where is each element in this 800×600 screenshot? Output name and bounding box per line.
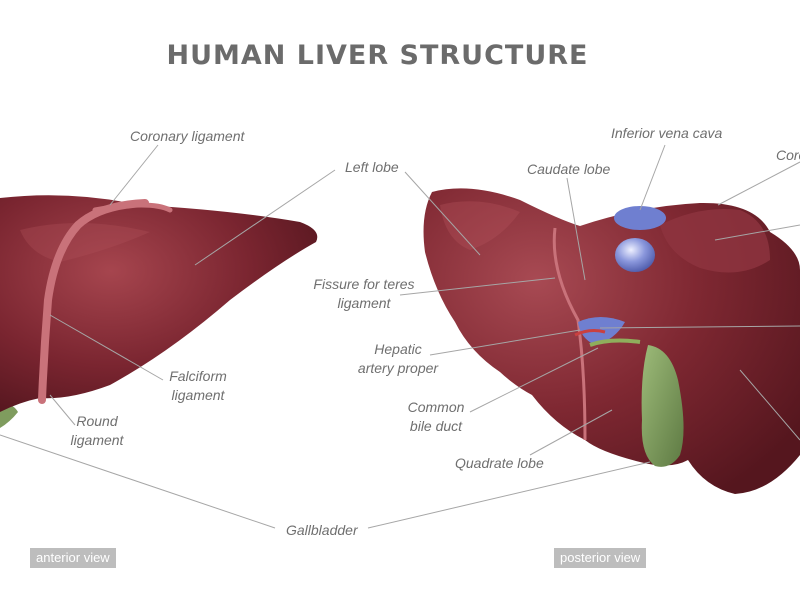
posterior-view-tag: posterior view [554,548,647,568]
label-bile-duct-line1: Common [407,399,465,415]
leader-inferior-vena-cava [639,144,666,211]
leader-coronary-anterior [109,144,159,206]
label-falciform-ligament: Falciform ligament [160,367,236,405]
posterior-left-lobe-highlight [440,201,520,250]
leader-round-ligament [49,394,76,426]
leader-fissure-teres [399,277,556,296]
label-inferior-vena-cava: Inferior vena cava [611,125,723,141]
leader-right-lobe [739,369,800,441]
leader-gallbladder-left [0,434,276,529]
common-bile-duct-vessel [589,338,641,347]
posterior-gallbladder [641,345,684,467]
coronary-ligament-strip [92,202,173,213]
label-left-lobe: Left lobe [345,159,399,175]
leader-hepatic-artery [429,329,581,356]
leader-gallbladder-right [367,461,651,529]
label-hepatic-artery-line1: Hepatic [374,341,422,357]
leader-lines [0,144,800,529]
label-fissure-teres-line1: Fissure for teres [313,276,415,292]
label-round-line2: ligament [70,432,124,448]
label-gallbladder: Gallbladder [286,522,358,538]
label-caudate-lobe: Caudate lobe [527,161,611,177]
leader-caudate-lobe [566,177,586,281]
leader-common-bile-duct [469,347,599,413]
label-fissure-teres-line2: ligament [337,295,391,311]
label-coronary-ligament-anterior: Coronary ligament [130,128,245,144]
label-fissure-teres: Fissure for teres ligament [308,275,420,313]
diagram-title: HUMAN LIVER STRUCTURE [166,40,589,71]
label-common-bile-duct: Common bile duct [400,398,472,436]
leader-hepatic-artery-right [599,325,800,329]
label-quadrate-lobe: Quadrate lobe [455,455,544,471]
label-falciform-line1: Falciform [169,368,227,384]
hepatic-artery-vessel [574,329,606,337]
anterior-view-tag: anterior view [30,548,116,568]
posterior-right-lobe-top [660,209,770,273]
leader-left-lobe-posterior [404,171,481,256]
leader-coronary-posterior [717,161,800,206]
label-hepatic-artery-proper: Hepatic artery proper [352,340,444,378]
leader-left-lobe-anterior [194,169,336,266]
fissure-teres-strip [552,227,587,441]
leader-quadrate-lobe [529,409,613,456]
label-coronary-ligament-posterior: Coro [776,147,800,163]
leader-falciform [49,314,164,381]
leader-coronary-posterior-2 [714,224,800,241]
label-hepatic-artery-line2: artery proper [357,360,439,376]
anterior-gallbladder-tip [0,404,18,428]
label-bile-duct-line2: bile duct [409,418,463,434]
inferior-vena-cava-top [614,206,666,230]
inferior-vena-cava-opening [615,238,655,272]
label-round-ligament: Round ligament [62,412,132,450]
label-falciform-line2: ligament [171,387,225,403]
label-round-line1: Round [76,413,118,429]
anterior-liver-shading [20,222,150,262]
anterior-liver-body [0,195,318,412]
